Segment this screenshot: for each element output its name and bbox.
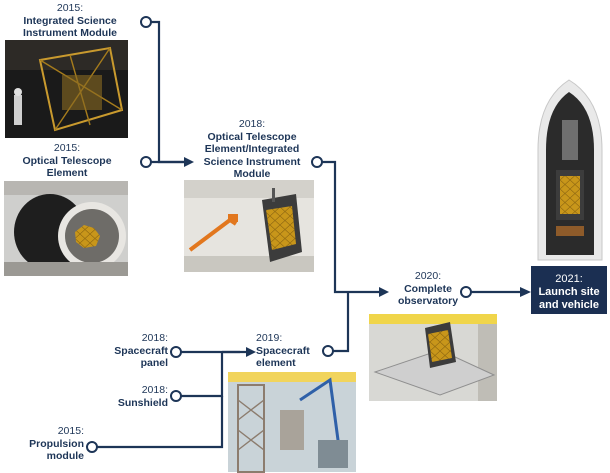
milestone-ote-year: 2015: <box>53 142 81 154</box>
arrow-complete <box>379 287 389 297</box>
milestone-spacecraft-panel: 2018: Spacecraft panel <box>90 332 168 370</box>
connector-isim <box>149 20 190 164</box>
node-ote <box>140 156 152 168</box>
arrow-launch <box>520 287 531 297</box>
milestone-otis-name: Optical Telescope Element/Integrated Sci… <box>203 130 301 181</box>
connector-spacecraft-element <box>332 292 350 353</box>
photo-ote <box>4 181 128 276</box>
arrowheads <box>184 157 531 357</box>
arrow-spacecraft-element <box>246 347 256 357</box>
milestone-sunshield-name: Sunshield <box>117 396 168 409</box>
connector-sunshield <box>180 352 224 398</box>
photo-spacecraft-element <box>228 372 356 473</box>
connector-lines <box>96 20 520 449</box>
node-isim <box>140 16 152 28</box>
milestone-isim: 2015: Integrated Science Instrument Modu… <box>6 2 134 40</box>
milestone-complete-year: 2020: <box>414 270 442 282</box>
milestone-isim-name: Integrated Science Instrument Module <box>23 14 117 40</box>
milestone-spacecraft-panel-year: 2018: <box>141 332 168 344</box>
arrow-otis <box>184 157 194 167</box>
milestone-complete-name: Complete observatory <box>397 282 459 308</box>
milestone-complete: 2020: Complete observatory <box>390 270 466 308</box>
milestone-launch-year: 2021: <box>555 273 583 285</box>
milestone-spacecraft-element: 2019: Spacecraft element <box>256 332 326 370</box>
milestone-spacecraft-element-year: 2019: <box>256 332 283 344</box>
connector-otis <box>321 160 385 294</box>
milestone-ote: 2015: Optical Telescope Element <box>6 142 128 180</box>
node-sunshield <box>170 390 182 402</box>
photo-isim <box>5 40 128 138</box>
milestone-isim-year: 2015: <box>56 2 84 14</box>
milestone-ote-name: Optical Telescope Element <box>22 154 112 180</box>
milestone-launch-name: Launch site and vehicle <box>538 286 600 311</box>
milestone-launch: 2021: Launch site and vehicle <box>531 266 607 314</box>
photo-complete <box>369 314 497 401</box>
node-complete <box>460 286 472 298</box>
milestone-otis-year: 2018: <box>238 118 266 130</box>
photo-otis <box>184 180 314 272</box>
milestone-sunshield: 2018: Sunshield <box>100 384 168 409</box>
milestone-otis: 2018: Optical Telescope Element/Integrat… <box>190 118 314 181</box>
milestone-spacecraft-panel-name: Spacecraft panel <box>114 344 168 370</box>
connector-propulsion <box>96 396 224 449</box>
milestone-sunshield-year: 2018: <box>141 384 168 396</box>
milestone-spacecraft-element-name: Spacecraft element <box>256 344 310 370</box>
milestone-propulsion: 2015: Propulsion module <box>8 425 84 463</box>
milestone-propulsion-year: 2015: <box>57 425 84 437</box>
milestone-propulsion-name: Propulsion module <box>29 437 84 463</box>
photo-rocket-fairing <box>537 79 603 261</box>
node-spacecraft-element <box>322 345 334 357</box>
node-circles <box>86 16 472 453</box>
node-otis <box>311 156 323 168</box>
node-spacecraft-panel <box>170 346 182 358</box>
node-propulsion <box>86 441 98 453</box>
